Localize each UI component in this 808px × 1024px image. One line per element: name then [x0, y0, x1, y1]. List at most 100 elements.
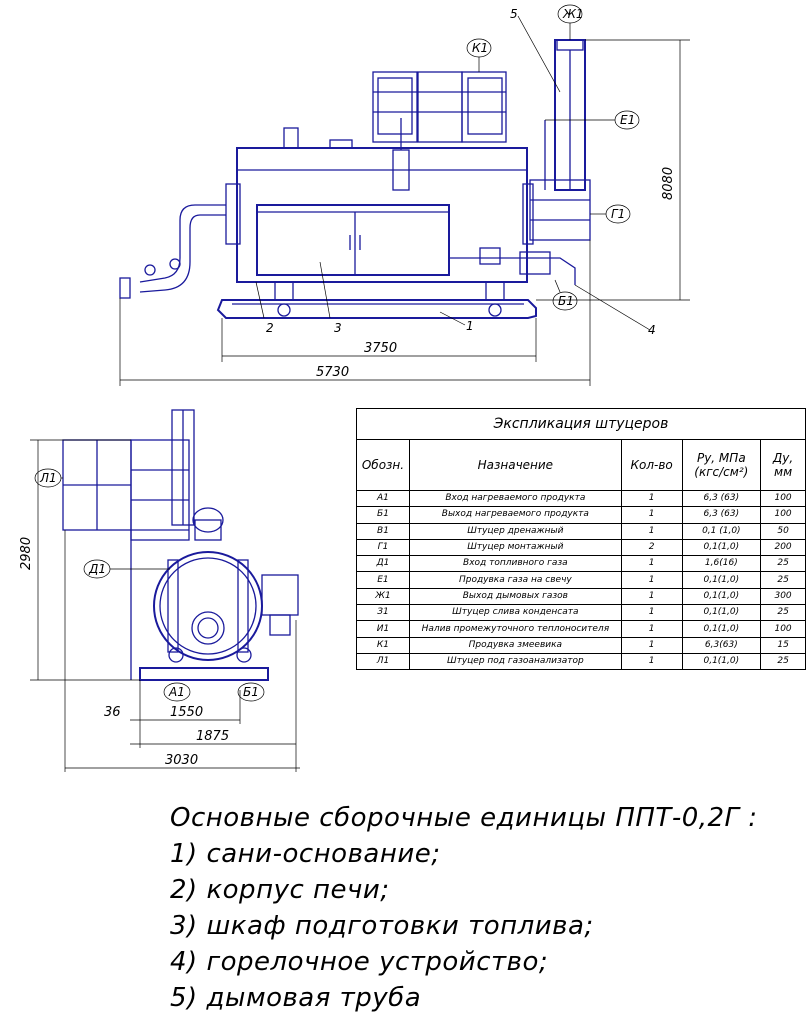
cell-diameter: 25	[760, 555, 806, 573]
cell-pressure: 6,3 (63)	[681, 506, 762, 524]
dimension-height-top: 8080	[661, 167, 676, 200]
cell-purpose: Штуцер слива конденсата	[408, 604, 622, 622]
cell-purpose: Штуцер под газоанализатор	[408, 652, 622, 671]
assembly-units-notes: Основные сборочные единицы ППТ-0,2Г : 1)…	[170, 800, 790, 1016]
cell-quantity: 1	[620, 571, 683, 589]
cell-diameter: 25	[760, 652, 806, 671]
cell-pressure: 0,1(1,0)	[681, 538, 762, 557]
cell-diameter: 100	[760, 489, 806, 508]
cell-designation: А1	[356, 489, 410, 508]
cell-purpose: Штуцер монтажный	[408, 538, 622, 557]
cell-purpose: Продувка газа на свечу	[408, 571, 622, 589]
cell-quantity: 1	[620, 587, 683, 606]
cell-designation: Г1	[356, 538, 410, 557]
cell-designation: К1	[356, 636, 410, 654]
callout-d1: Д1	[88, 562, 106, 576]
header-designation: Обозн.	[356, 439, 410, 491]
cell-designation: Ж1	[356, 587, 410, 606]
cell-designation: З1	[356, 604, 410, 622]
dimension-3030: 3030	[165, 753, 198, 768]
cell-designation: Л1	[356, 652, 410, 671]
notes-item: 3) шкаф подготовки топлива;	[170, 911, 594, 941]
notes-item: 5) дымовая труба	[170, 983, 422, 1013]
header-diameter: Ду, мм	[760, 439, 806, 491]
dimension-base-length: 3750	[364, 341, 397, 356]
callout-g1: Г1	[611, 207, 625, 221]
cell-quantity: 1	[620, 489, 683, 508]
callout-b1-bottom: Б1	[243, 685, 259, 699]
part-number-2: 2	[266, 321, 274, 335]
cell-pressure: 0,1(1,0)	[681, 571, 762, 589]
cell-quantity: 1	[620, 636, 683, 654]
cell-pressure: 0,1(1,0)	[681, 604, 762, 622]
callout-k1: К1	[472, 41, 488, 55]
cell-quantity: 1	[620, 604, 683, 622]
cell-pressure: 6,3 (63)	[681, 489, 762, 508]
cell-pressure: 1,6(16)	[681, 555, 762, 573]
dimension-1550: 1550	[170, 705, 203, 720]
cell-quantity: 1	[620, 555, 683, 573]
dimension-height-bottom: 2980	[19, 537, 34, 570]
part-number-1: 1	[466, 319, 474, 333]
dimension-36: 36	[104, 705, 121, 720]
cell-purpose: Вход топливного газа	[408, 555, 622, 573]
dimension-1875: 1875	[196, 729, 229, 744]
cell-quantity: 2	[620, 538, 683, 557]
cell-diameter: 100	[760, 620, 806, 638]
dimension-overall-length: 5730	[316, 365, 349, 380]
part-number-4: 4	[648, 323, 656, 337]
cell-quantity: 1	[620, 652, 683, 671]
notes-item: 2) корпус печи;	[170, 875, 390, 905]
cell-quantity: 1	[620, 506, 683, 524]
header-pressure: Ру, МПа (кгс/см²)	[681, 439, 762, 491]
side-elevation-view	[119, 4, 690, 386]
cell-pressure: 0,1(1,0)	[681, 652, 762, 671]
cell-purpose: Выход дымовых газов	[408, 587, 622, 606]
cell-pressure: 6,3(63)	[681, 636, 762, 654]
callout-b1-top: Б1	[558, 294, 574, 308]
callout-a1: А1	[168, 685, 185, 699]
cell-diameter: 100	[760, 506, 806, 524]
cell-purpose: Налив промежуточного теплоносителя	[408, 620, 622, 638]
cell-diameter: 25	[760, 604, 806, 622]
cell-designation: В1	[356, 522, 410, 540]
cell-purpose: Продувка змеевика	[408, 636, 622, 654]
cell-designation: Д1	[356, 555, 410, 573]
cell-diameter: 25	[760, 571, 806, 589]
cell-designation: Б1	[356, 506, 410, 524]
cell-pressure: 0,1(1,0)	[681, 620, 762, 638]
notes-item: 4) горелочное устройство;	[170, 947, 549, 977]
cell-pressure: 0,1(1,0)	[681, 587, 762, 606]
callout-e1: Е1	[620, 113, 635, 127]
cell-purpose: Выход нагреваемого продукта	[408, 506, 622, 524]
cell-pressure: 0,1 (1,0)	[681, 522, 762, 540]
cell-purpose: Вход нагреваемого продукта	[408, 489, 622, 508]
cell-diameter: 300	[760, 587, 806, 606]
header-purpose: Назначение	[408, 439, 622, 491]
part-number-5: 5	[510, 7, 518, 21]
callout-zh1: Ж1	[562, 7, 584, 21]
cell-quantity: 1	[620, 620, 683, 638]
cell-designation: Е1	[356, 571, 410, 589]
callout-l1: Л1	[39, 471, 57, 485]
nozzle-explication-table: Экспликация штуцеров Обозн. Назначение К…	[356, 408, 806, 671]
cell-quantity: 1	[620, 522, 683, 540]
cell-diameter: 15	[760, 636, 806, 654]
cell-diameter: 50	[760, 522, 806, 540]
notes-title: Основные сборочные единицы ППТ-0,2Г :	[170, 803, 758, 833]
notes-item: 1) сани-основание;	[170, 839, 441, 869]
table-caption: Экспликация штуцеров	[356, 408, 806, 440]
